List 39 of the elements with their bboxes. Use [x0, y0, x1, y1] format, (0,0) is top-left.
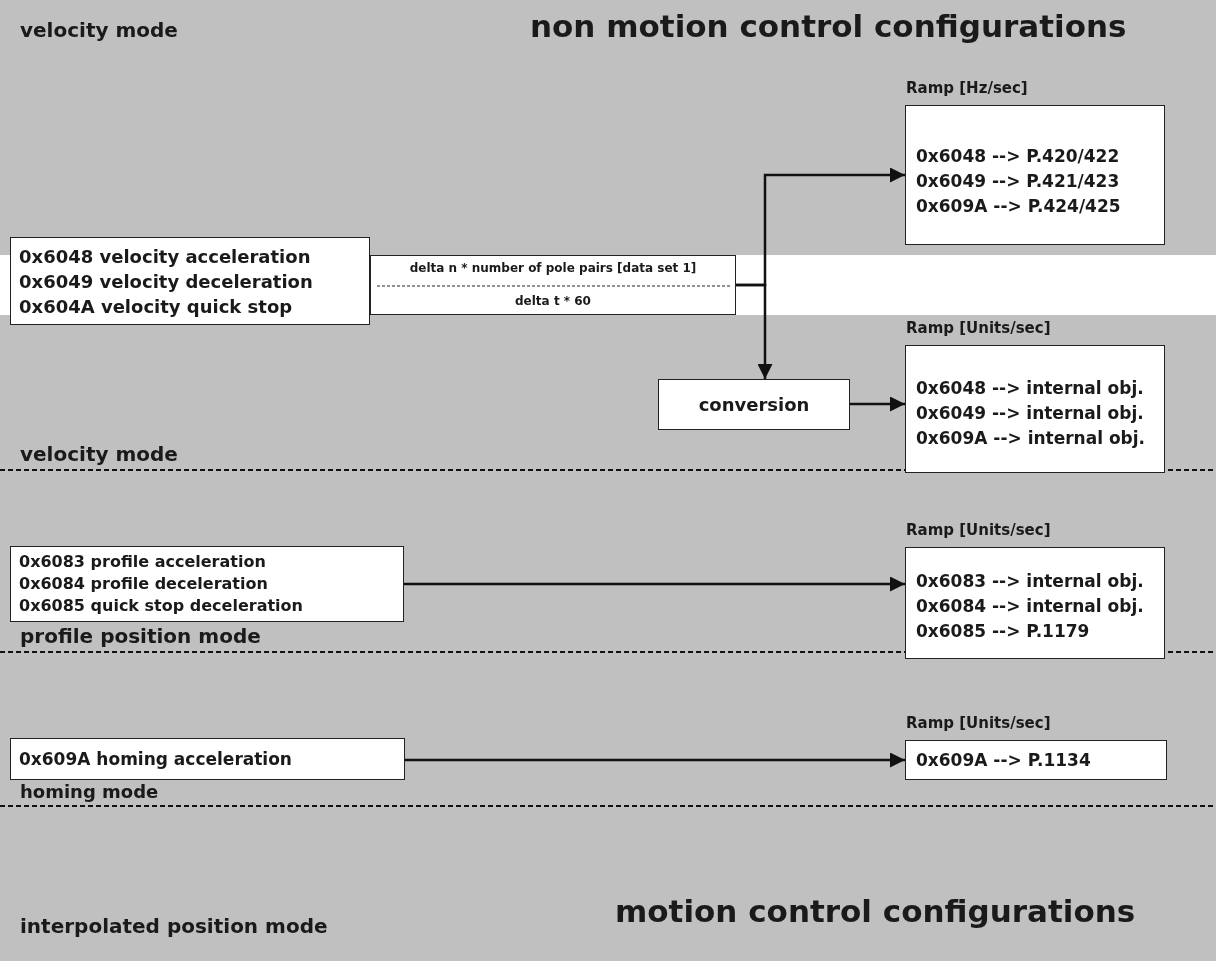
mapping-text: 0x6083 --> internal obj.: [916, 570, 1145, 593]
mapping-text: 0x6049 --> internal obj.: [916, 402, 1145, 425]
parameter-text: 0x6084 profile deceleration: [19, 573, 269, 595]
ramp-heading: Ramp [Hz/sec]: [906, 79, 1028, 97]
arrow: [405, 752, 905, 768]
mapping-text: 0x6085 --> P.1179: [916, 620, 1091, 643]
parameter-text: 0x6048 velocity acceleration: [19, 245, 312, 269]
mapping-text: 0x6048 --> internal obj.: [916, 377, 1145, 400]
arrow: [736, 283, 773, 379]
parameter-text: 0x604A velocity quick stop: [19, 295, 294, 319]
mode-label: velocity mode: [20, 18, 178, 42]
process-box: conversion: [658, 379, 850, 430]
parameter-box: [10, 237, 370, 325]
mode-label: velocity mode: [20, 442, 178, 466]
section-heading: non motion control configurations: [530, 8, 1127, 44]
formula-box: [370, 255, 736, 315]
parameter-text: 0x6083 profile acceleration: [19, 551, 267, 573]
mode-label: profile position mode: [20, 624, 261, 648]
mapping-text: 0x6049 --> P.421/423: [916, 170, 1121, 193]
mode-label: homing mode: [20, 781, 159, 802]
mode-label: interpolated position mode: [20, 914, 328, 938]
mapping-text: 0x6048 --> P.420/422: [916, 145, 1121, 168]
arrow: [850, 396, 905, 412]
parameter-box: [10, 546, 404, 622]
denominator-text: delta t * 60: [514, 293, 592, 310]
arrow: [404, 576, 905, 592]
parameter-box: [10, 738, 405, 780]
parameter-text: 0x609A homing acceleration: [19, 748, 293, 771]
numerator-text: delta n * number of pole pairs [data set 1]: [408, 260, 698, 277]
ramp-heading: Ramp [Units/sec]: [906, 521, 1051, 539]
mapping-text: 0x609A --> P.1134: [916, 749, 1092, 772]
ramp-heading: Ramp [Units/sec]: [906, 319, 1051, 337]
ramp-heading: Ramp [Units/sec]: [906, 714, 1051, 732]
section-heading: motion control configurations: [615, 893, 1136, 929]
mapping-text: 0x6084 --> internal obj.: [916, 595, 1145, 618]
mapping-text: 0x609A --> internal obj.: [916, 427, 1147, 450]
parameter-text: 0x6049 velocity deceleration: [19, 270, 314, 294]
mapping-text: 0x609A --> P.424/425: [916, 195, 1122, 218]
parameter-text: 0x6085 quick stop deceleration: [19, 595, 304, 617]
